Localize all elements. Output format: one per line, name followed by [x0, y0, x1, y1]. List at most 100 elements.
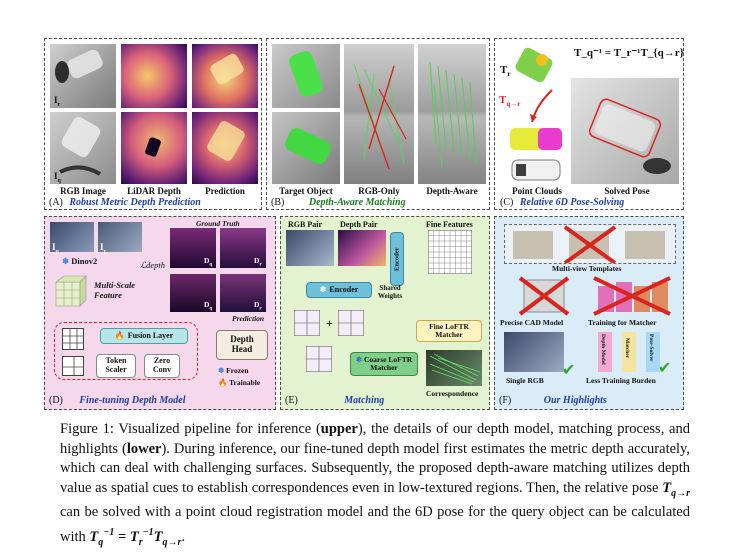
solved-pose-image [571, 78, 679, 184]
frozen-icon: ❄ [218, 366, 225, 375]
trainable-region [54, 322, 198, 380]
panel-a-title: (A) Robust Metric Depth Prediction [49, 197, 201, 208]
label-lidar-depth: LiDAR Depth [127, 186, 181, 196]
rgb-only-matches [344, 44, 414, 184]
label-multiview: Multi-view Templates [552, 264, 622, 273]
v-matcher: Matcher [624, 338, 630, 359]
figure-1: Ir Iq RGB Image LiDAR Depth Prediction (… [44, 38, 684, 410]
input-iq [50, 222, 94, 252]
depth-pair-image [338, 230, 386, 266]
encoder-vertical: Encoder [390, 232, 404, 286]
coarse-grid-3 [306, 346, 332, 372]
label-rgb-image: RGB Image [60, 186, 106, 196]
label-correspondence: Correspondence [426, 389, 479, 398]
legend-trainable: 🔥 Trainable [218, 378, 261, 387]
grid-icon-2 [62, 356, 84, 376]
panel-d-title-text: Fine-tuning Depth Model [79, 395, 186, 406]
flame-icon: 🔥 [218, 378, 228, 387]
pred-dq [170, 274, 216, 312]
label-rgb-only: RGB-Only [358, 186, 400, 196]
v-pose-solver: Pose-Solver [648, 334, 654, 362]
label-solved-pose: Solved Pose [604, 186, 650, 196]
label-dq-gt: Dq [204, 256, 213, 268]
multiview-templates [504, 224, 676, 264]
img-label-iq: Iq [54, 171, 61, 184]
panel-b [266, 38, 490, 210]
label-tqr: Tq→r [499, 94, 521, 109]
panel-f-tag: (F) [499, 395, 512, 406]
panel-d-tag: (D) [49, 395, 63, 406]
panel-a-tag: (A) [49, 197, 63, 208]
label-rgb-pair: RGB Pair [288, 220, 322, 229]
input-ir [98, 222, 142, 252]
label-l-depth: ℒdepth [140, 260, 166, 270]
snowflake-icon: 🔥 [114, 330, 125, 340]
label-depth-pair: Depth Pair [340, 220, 378, 229]
label-ground-truth: Ground Truth [196, 219, 240, 228]
rgb-pair-image [286, 230, 334, 266]
label-target-object: Target Object [279, 186, 333, 196]
figure-caption: Figure 1: Visualized pipeline for infere… [60, 421, 690, 548]
check-icon-1: ✔ [562, 362, 576, 379]
label-fine-features: Fine Features [426, 220, 473, 229]
cad-model-image [504, 276, 584, 316]
panel-c-tag: (C) [500, 197, 514, 208]
panel-d-title: (D) Fine-tuning Depth Model [49, 395, 186, 406]
transform-arrow [530, 89, 553, 123]
lidar-depth-ref [121, 44, 187, 108]
point-cloud-merged [506, 156, 566, 184]
prediction-ref [192, 44, 258, 108]
fusion-layer-box: 🔥Fusion Layer [100, 328, 188, 344]
prediction-query [192, 112, 258, 184]
coarse-grid-1 [294, 310, 320, 336]
label-dinov2: ❄ Dinov2 [62, 256, 98, 266]
gt-dq [170, 228, 216, 268]
panel-e-title: (E) Matching [285, 395, 384, 406]
label-point-clouds: Point Clouds [512, 186, 562, 196]
fine-feature-grid [428, 230, 472, 274]
target-object-ref [272, 44, 340, 108]
label-dr-pred: Dr [254, 300, 262, 312]
rgb-image-query [50, 112, 116, 184]
point-cloud-ref [512, 46, 560, 88]
panel-c [494, 38, 684, 210]
check-icon-2: ✔ [658, 360, 672, 377]
v-depth-model: Depth Model [600, 334, 606, 365]
training-image [590, 276, 674, 316]
label-prediction-d: Prediction [232, 314, 265, 323]
panel-b-title: (B) Depth-Aware Matching [271, 197, 406, 208]
label-depth-aware: Depth-Aware [426, 186, 478, 196]
gt-dr [220, 228, 266, 268]
panel-e-tag: (E) [285, 395, 298, 406]
legend-frozen: ❄ Frozen [218, 366, 249, 375]
plus-symbol-1: + [326, 316, 333, 330]
panel-c-title: (C) Relative 6D Pose-Solving [500, 197, 624, 208]
panel-e-title-text: Matching [344, 395, 385, 406]
lidar-depth-query [121, 112, 187, 184]
point-cloud-query [504, 124, 568, 154]
single-rgb-image [504, 332, 564, 372]
correspondence-image [426, 350, 482, 386]
pred-dr [220, 274, 266, 312]
panel-b-tag: (B) [271, 197, 285, 208]
rgb-image-ref [50, 44, 116, 108]
label-cad: Precise CAD Model [500, 318, 564, 327]
label-ir: Ir [100, 242, 107, 255]
panel-c-title-text: Relative 6D Pose-Solving [519, 197, 625, 208]
label-iq: Iq [52, 242, 59, 255]
img-label-ir: Ir [54, 95, 61, 108]
panel-f-title: (F) Our Highlights [499, 395, 607, 406]
label-single-rgb: Single RGB [506, 376, 544, 385]
pose-equation: T_q⁻¹ = T_r⁻¹T_{q→r} [574, 47, 684, 59]
panel-a [44, 38, 262, 210]
label-less-training: Less Training Burden [586, 376, 656, 385]
label-dq-pred: Dq [204, 300, 213, 312]
target-object-query [272, 112, 340, 184]
grid-icon-1 [62, 328, 84, 350]
panel-b-title-text: Depth-Aware Matching [308, 197, 406, 208]
